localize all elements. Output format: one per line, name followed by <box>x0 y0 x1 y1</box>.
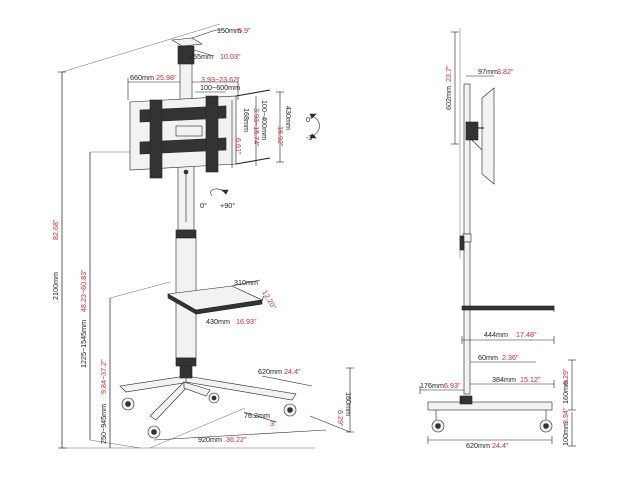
wheel-rear-left <box>147 425 161 439</box>
vesa-bracket: 100~400mm 3.93~15.74" 168mm 6.61" 430mm … <box>129 89 293 179</box>
side-view: 602mm 23.7" 97mm 3.82" <box>419 28 576 450</box>
offset-in: 3.82" <box>497 67 514 76</box>
bracket-width-mm: 660mm <box>130 73 154 82</box>
dim-base-front: 176mm 6.93" <box>419 381 464 394</box>
top-cap: 150mm 5.9" 255mm 10.03" <box>171 26 251 65</box>
base-height-in: 6.29" <box>336 410 345 427</box>
rotate-a: 0° <box>200 201 207 210</box>
wheel-front-right <box>283 403 297 417</box>
leg-angle-in: 3" <box>270 419 277 428</box>
dim-side-base-depth: 620mm 24.4" <box>427 436 553 450</box>
base-depth-mm: 620mm <box>258 367 282 376</box>
tilt-b: -3° <box>306 133 315 142</box>
side-wheel-front <box>431 419 445 433</box>
bracket-mid-in: 6.61" <box>234 138 243 155</box>
base-height-mm: 160mm <box>344 392 353 416</box>
shelf-height-mm: 250~945mm <box>99 404 108 444</box>
rear-depth-in: 15.12" <box>520 375 541 384</box>
wheel-rear-right <box>208 392 220 404</box>
tilt-a: 0° <box>306 115 313 124</box>
front-view: 2100mm 82.68" 1225~1545mm 48.23~60.83" 2… <box>51 23 354 449</box>
dim-mount-height: 602mm 23.7" <box>444 28 461 258</box>
base-front-in: 6.93" <box>444 381 461 390</box>
rotate-b: +90° <box>220 201 235 210</box>
base-width-mm: 920mm <box>198 435 222 444</box>
tilt-indicator: 0° -3° <box>306 113 320 142</box>
vesa-v-mm: 100~400mm <box>260 100 269 140</box>
bracket-mid-mm: 168mm <box>242 108 251 132</box>
top-depth-mm: 255mm <box>189 52 213 61</box>
base-width-in: 36.22" <box>226 435 247 444</box>
bracket-height-in: 16.92" <box>276 126 285 147</box>
top-depth-in: 10.03" <box>220 52 241 61</box>
side-base <box>427 395 553 433</box>
dim-bracket-width: 660mm 25.98" 100~600mm 3.93~23.62" <box>127 73 240 100</box>
bracket-width-in: 25.98" <box>156 73 177 82</box>
dim-shelf-height: 250~945mm 9.84~37.2" <box>99 298 111 448</box>
wheel-height-in: 3.94" <box>561 407 570 424</box>
vesa-h-mm: 100~600mm <box>200 83 240 92</box>
side-shelf <box>461 305 555 312</box>
shelf-depth-mm: 310mm <box>234 278 258 287</box>
total-height-mm: 2100mm <box>51 272 60 300</box>
shelf-width-in: 16.93" <box>236 317 257 326</box>
top-width-in: 5.9" <box>238 26 251 35</box>
screen-height-mm: 1225~1545mm <box>79 320 88 368</box>
wheel-front-left <box>121 397 135 411</box>
mount-height-mm: 602mm <box>444 86 453 110</box>
dim-base: 620mm 24.4" 160mm 6.29" 76.2mm 3" 920mm … <box>153 367 354 444</box>
bracket-height-mm: 430mm <box>284 106 293 130</box>
dim-screen-height: 1225~1545mm 48.23~60.83" <box>79 152 91 440</box>
side-base-depth-mm: 620mm <box>466 441 490 450</box>
total-height-in: 82.68" <box>51 219 60 240</box>
dim-side-heights: 160mm 6.29" 100mm 3.94" <box>561 359 576 447</box>
dim-offset: 97mm 3.82" <box>466 67 514 77</box>
side-pole <box>459 83 495 395</box>
vesa-v-in: 3.93~15.74" <box>252 108 261 147</box>
base-front-mm: 176mm <box>420 381 444 390</box>
wheel-height-mm: 100mm <box>561 422 570 446</box>
side-base-depth-in: 24.4" <box>492 441 509 450</box>
base-depth-in: 24.4" <box>284 367 301 376</box>
screen-height-in: 48.23~60.83" <box>79 269 88 312</box>
dim-total-height: 2100mm 82.68" <box>51 71 66 449</box>
leg-angle-mm: 76.2mm <box>244 411 270 420</box>
vesa-h-in: 3.93~23.62" <box>201 75 240 84</box>
shelf-depth-in: 12.20" <box>260 289 278 312</box>
base <box>119 365 297 439</box>
short-depth-in: 2.36" <box>502 353 519 362</box>
shelf-height-in: 9.84~37.2" <box>99 359 108 394</box>
top-width-mm: 150mm <box>217 26 241 35</box>
short-depth-mm: 60mm <box>478 353 498 362</box>
mount-height-in: 23.7" <box>444 65 453 82</box>
side-base-height-in: 6.29" <box>561 368 570 385</box>
side-base-height-mm: 160mm <box>561 380 570 404</box>
rotate-indicator: 0° +90° <box>200 188 235 210</box>
shelf-width-mm: 430mm <box>206 317 230 326</box>
dim-side-shelf: 444mm 17.48" 60mm 2.36" 384mm 15.12" <box>461 330 555 388</box>
shelf-depth-side-in: 17.48" <box>516 330 537 339</box>
offset-mm: 97mm <box>478 67 498 76</box>
rear-depth-mm: 384mm <box>492 375 516 384</box>
side-wheel-rear <box>539 419 553 433</box>
shelf-depth-side-mm: 444mm <box>484 330 508 339</box>
